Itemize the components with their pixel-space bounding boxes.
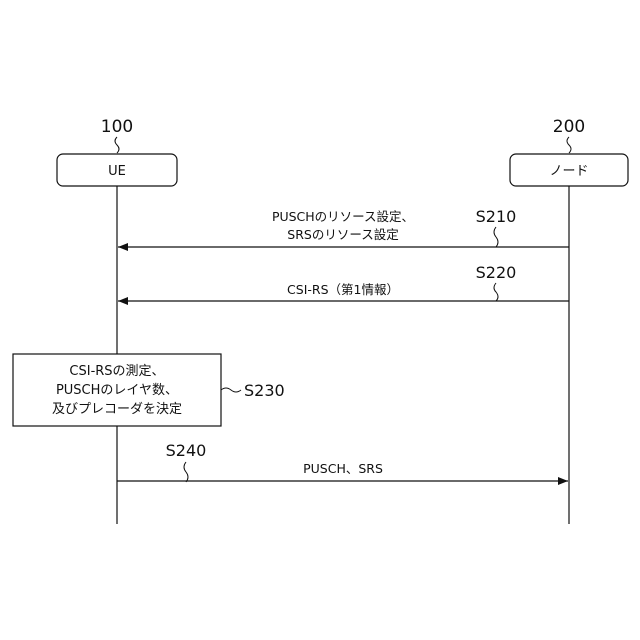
node-ref-number: 200 — [553, 117, 585, 137]
s220-step-label: S220 — [476, 263, 517, 282]
s220-leader — [494, 283, 498, 301]
s210-message-line1: PUSCHのリソース設定、 — [272, 209, 414, 224]
s240-leader — [184, 462, 188, 482]
s210-message-line2: SRSのリソース設定 — [287, 227, 398, 242]
ue-label: UE — [108, 164, 126, 179]
node-label: ノード — [549, 164, 588, 179]
s230-process-line2: PUSCHのレイヤ数、 — [56, 383, 178, 398]
s240-step-label: S240 — [166, 441, 207, 460]
s220-message-line1: CSI-RS（第1情報） — [287, 282, 399, 297]
node-ref-leader — [567, 137, 571, 153]
s230-process-line1: CSI-RSの測定、 — [69, 364, 164, 379]
s230-leader — [221, 388, 241, 392]
s240-message-line1: PUSCH、SRS — [303, 461, 383, 476]
s210-step-label: S210 — [476, 207, 517, 226]
ue-ref-number: 100 — [101, 117, 133, 137]
s230-process-line3: 及びプレコーダを決定 — [52, 402, 182, 417]
s230-step-label: S230 — [244, 381, 285, 400]
s210-leader — [494, 227, 498, 247]
ue-ref-leader — [115, 137, 119, 153]
